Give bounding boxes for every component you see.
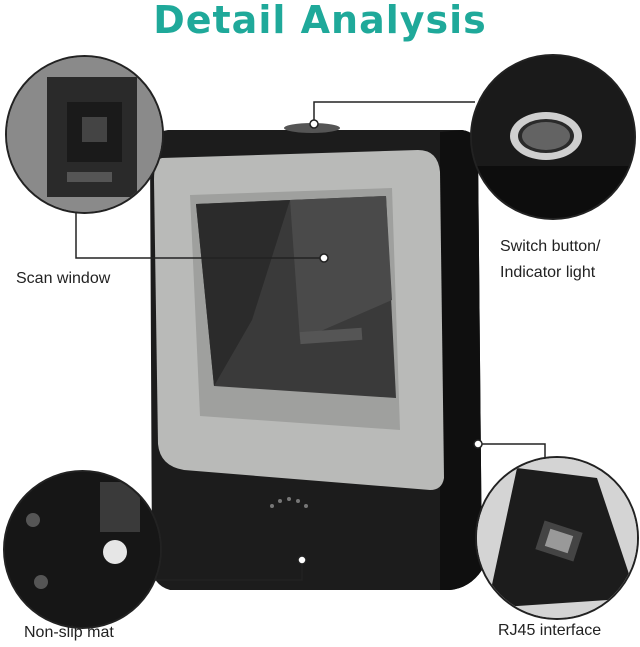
zoom-circle-scan-window <box>5 55 164 214</box>
zoom-circle-non-slip-mat <box>3 470 162 629</box>
label-indicator-light-line2: Indicator light <box>500 264 596 281</box>
device-side <box>440 130 482 590</box>
scan-glass-logo <box>299 327 363 345</box>
scan-window-detail <box>7 57 162 212</box>
scan-glass-facet <box>290 196 392 340</box>
label-scan-window: Scan window <box>16 270 111 287</box>
page-title: Detail Analysis <box>153 0 487 42</box>
zoom-circle-rj45 <box>475 456 639 620</box>
speaker-grille-icon <box>270 497 308 508</box>
non-slip-mat-detail <box>5 472 160 627</box>
rj45-detail <box>477 458 637 618</box>
label-rj45-interface: RJ45 interface <box>498 622 602 639</box>
label-switch-button-line1: Switch button/ <box>500 238 601 255</box>
callout-dots <box>297 119 483 565</box>
scan-glass-facet <box>196 200 290 386</box>
zoom-circle-switch-button <box>470 54 636 220</box>
label-non-slip-mat: Non-slip mat <box>24 624 114 641</box>
switch-button-detail <box>472 56 634 218</box>
